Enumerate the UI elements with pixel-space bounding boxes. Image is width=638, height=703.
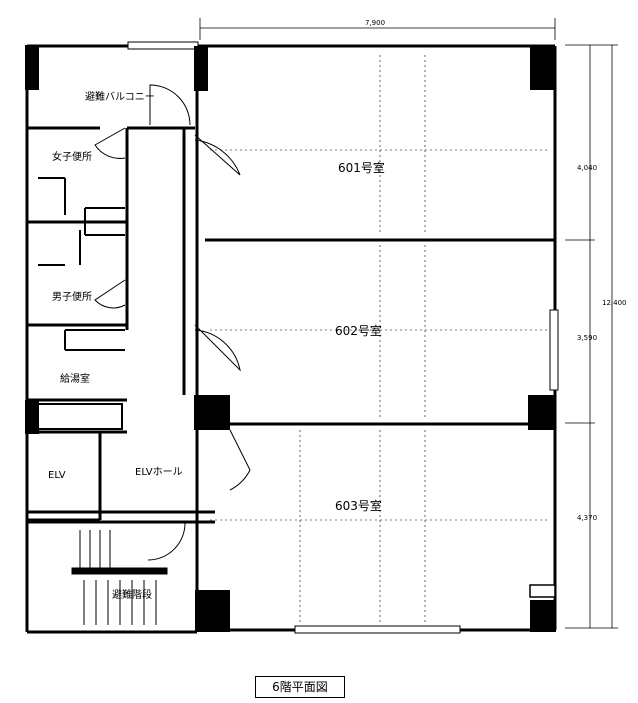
label-elevator-hall: ELVホール [135,466,183,478]
stairs [71,530,168,625]
room-602-label: 602号室 [335,323,382,338]
restroom-partitions [37,177,125,430]
room-602-window [549,309,559,391]
label-kitchenette: 給湯室 [60,372,90,385]
dimension-top [199,18,556,40]
floor-title: 6階平面図 [255,676,345,698]
balcony-window [127,41,199,50]
label-elevator: ELV [48,470,66,481]
room-603-label: 603号室 [335,498,382,513]
dim-601: 4,040 [577,164,597,172]
room-walls [205,238,555,426]
room-601-label: 601号室 [338,160,385,175]
dimension-right [565,44,618,629]
room-603-alcove [529,584,556,598]
label-stairs: 避難階段 [112,588,152,601]
outer-walls [25,44,557,634]
columns [25,45,556,632]
dim-602: 3,590 [577,334,597,342]
label-womens-restroom: 女子便所 [52,150,92,163]
room-603-window [294,625,461,634]
width-dimension: 7,900 [365,19,385,27]
dim-603: 4,370 [577,514,597,522]
dim-total: 12,400 [602,299,627,307]
ceiling-lines [210,55,550,625]
label-mens-restroom: 男子便所 [52,290,92,303]
corridor-walls [27,126,215,524]
door-swings [94,84,251,561]
label-balcony: 避難バルコニー [85,90,155,103]
